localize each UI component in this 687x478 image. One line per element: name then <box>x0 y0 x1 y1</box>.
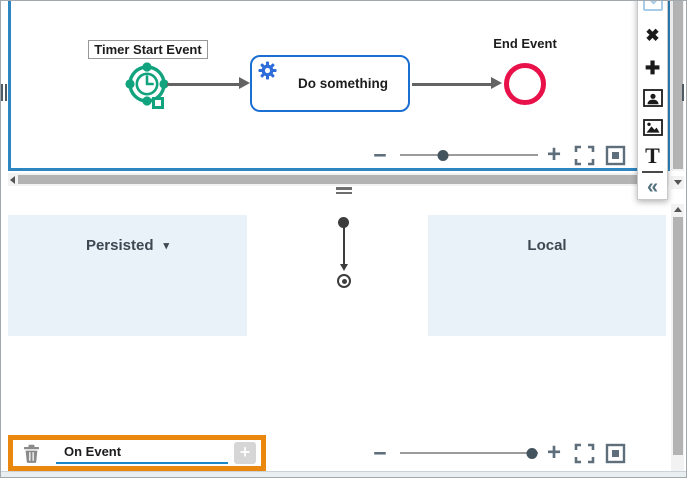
end-event-label: End Event <box>493 36 557 51</box>
timer-event-label: Timer Start Event <box>88 40 208 59</box>
portrait-image-button[interactable] <box>638 89 667 107</box>
bottom-vertical-scrollbar-thumb[interactable] <box>672 217 683 455</box>
arrowhead-icon <box>239 77 250 89</box>
bottom-vertical-scrollbar[interactable] <box>671 217 684 471</box>
zoom-slider[interactable] <box>400 143 538 167</box>
pane-splitter-handle[interactable] <box>336 187 352 196</box>
gear-icon <box>258 61 277 83</box>
zoom-out-button[interactable]: − <box>373 142 387 168</box>
bottom-scrollbar-strip[interactable] <box>0 471 687 478</box>
fit-screen-button[interactable] <box>574 145 595 166</box>
zoom-slider-knob[interactable] <box>437 149 449 161</box>
scroll-down-button[interactable] <box>671 176 684 189</box>
triangle-down-icon <box>673 180 682 185</box>
scroll-up-button[interactable] <box>671 204 684 217</box>
zoom-out-button[interactable]: − <box>373 440 387 466</box>
top-vertical-scrollbar[interactable] <box>671 0 684 171</box>
local-scope-panel: Local <box>428 215 666 336</box>
persisted-label: Persisted <box>85 237 154 254</box>
zoom-in-button[interactable]: + <box>546 439 561 466</box>
fit-screen-button[interactable] <box>574 443 595 464</box>
timer-start-event-icon[interactable] <box>123 60 171 108</box>
zoom-slider-track[interactable] <box>400 154 538 156</box>
add-tool-button[interactable]: ✚ <box>644 57 661 78</box>
landscape-image-icon <box>642 119 663 136</box>
scroll-left-arrow-icon[interactable] <box>10 175 15 184</box>
persisted-scope-panel: Persisted ▾ <box>8 215 247 336</box>
bottom-zoom-toolbar: − + <box>370 441 632 465</box>
sidebar-divider <box>642 171 663 173</box>
tools-sidebar: ✖ ✚ T « <box>637 0 668 200</box>
sequence-flow-2[interactable] <box>412 83 493 86</box>
event-name-input[interactable] <box>56 443 228 464</box>
task-node[interactable]: Do something <box>250 55 410 112</box>
horizontal-scrollbar-thumb[interactable] <box>18 175 655 184</box>
on-event-highlight-box: + <box>8 435 266 471</box>
resize-handle[interactable] <box>152 97 164 109</box>
arrowhead-icon <box>491 77 502 89</box>
end-event-node[interactable] <box>504 63 546 105</box>
zoom-in-button[interactable]: + <box>546 141 561 168</box>
right-panel-grip[interactable] <box>682 84 687 101</box>
event-connector <box>343 227 345 265</box>
top-zoom-toolbar: − + <box>370 143 632 167</box>
sequence-flow-1[interactable] <box>167 83 241 86</box>
zoom-slider-knob[interactable] <box>526 447 538 459</box>
dropdown-caret-icon: ▾ <box>163 240 170 252</box>
trash-icon <box>24 444 39 463</box>
task-label: Do something <box>298 76 388 91</box>
local-label: Local <box>527 237 567 254</box>
chevron-down-icon[interactable] <box>643 0 663 11</box>
portrait-image-icon <box>642 89 663 107</box>
text-tool-button[interactable]: T <box>645 143 660 168</box>
collapse-sidebar-button[interactable]: « <box>646 175 659 198</box>
add-event-button[interactable]: + <box>234 442 256 464</box>
landscape-image-button[interactable] <box>638 119 667 136</box>
event-start-node[interactable] <box>338 217 349 228</box>
reset-zoom-button[interactable] <box>605 145 626 166</box>
reset-zoom-button[interactable] <box>605 443 626 464</box>
zoom-slider[interactable] <box>400 441 538 465</box>
delete-tool-button[interactable]: ✖ <box>645 26 660 45</box>
delete-event-button[interactable] <box>23 444 40 463</box>
horizontal-scrollbar[interactable] <box>8 173 669 186</box>
arrowhead-icon <box>340 264 348 271</box>
persisted-dropdown[interactable]: Persisted ▾ <box>86 237 169 254</box>
triangle-up-icon <box>673 207 682 212</box>
event-name-field <box>56 443 228 464</box>
zoom-slider-track[interactable] <box>400 452 538 454</box>
event-end-node[interactable] <box>337 274 351 288</box>
top-vertical-scrollbar-thumb[interactable] <box>672 0 683 169</box>
left-panel-grip[interactable] <box>1 84 7 101</box>
